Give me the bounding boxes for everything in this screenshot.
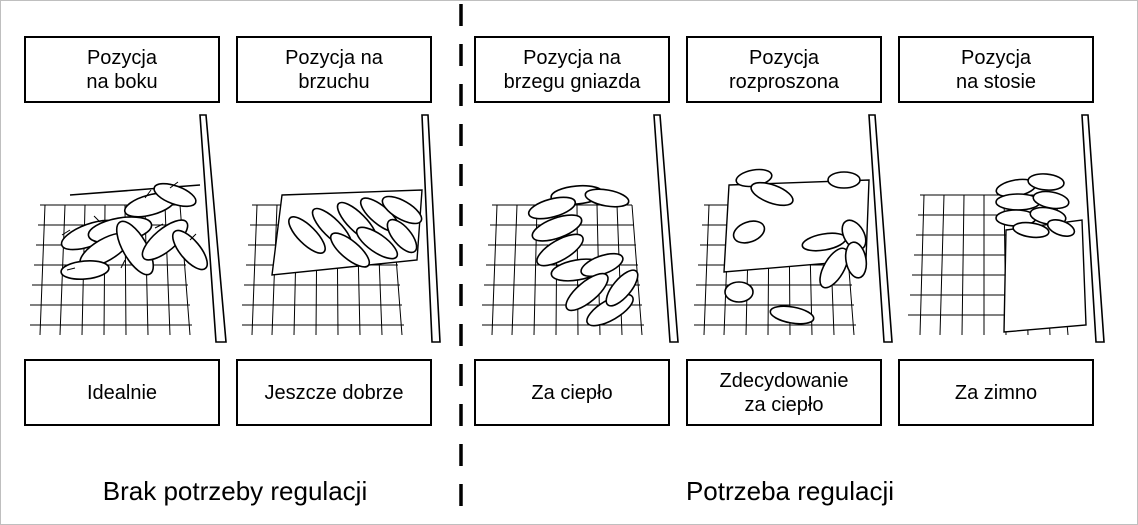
position-label-scattered: Pozycja rozproszona <box>686 36 882 103</box>
assessment-label-pile: Za zimno <box>898 359 1094 426</box>
assessment-label-belly: Jeszcze dobrze <box>236 359 432 426</box>
piglets-at-nest-edge-icon <box>482 114 679 343</box>
piglets-lying-on-belly-icon <box>242 114 441 343</box>
position-label-belly: Pozycja na brzuchu <box>236 36 432 103</box>
piglets-huddled-pile-icon <box>908 114 1105 343</box>
piglets-lying-on-side-icon <box>30 114 227 343</box>
position-label-side: Pozycja na boku <box>24 36 220 103</box>
assessment-label-scattered: Zdecydowanie za ciepło <box>686 359 882 426</box>
position-label-nest-edge: Pozycja na brzegu gniazda <box>474 36 670 103</box>
dashed-divider <box>459 4 463 521</box>
position-label-pile: Pozycja na stosie <box>898 36 1094 103</box>
piglets-scattered-icon <box>694 114 893 343</box>
group-caption-regulation: Potrzeba regulacji <box>685 476 895 506</box>
assessment-label-side: Idealnie <box>24 359 220 426</box>
assessment-label-nest-edge: Za ciepło <box>474 359 670 426</box>
group-caption-no-regulation: Brak potrzeby regulacji <box>102 476 368 506</box>
